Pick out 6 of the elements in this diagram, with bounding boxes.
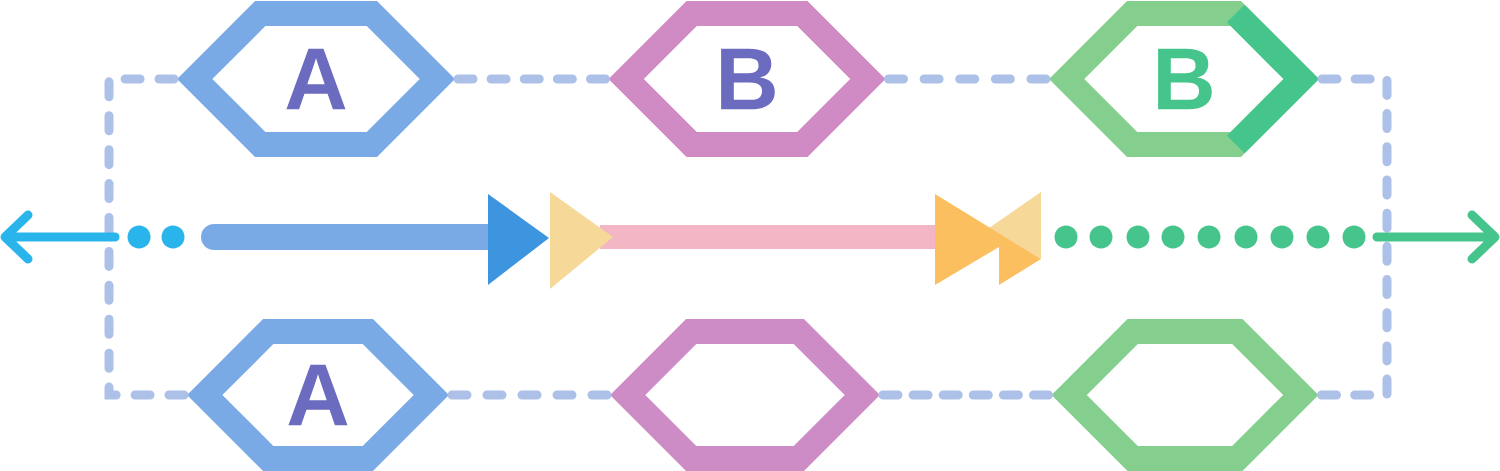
dashed-connector	[1317, 74, 1392, 400]
dashed-connector	[884, 74, 1051, 84]
dashed-connector	[878, 390, 1053, 400]
dashed-connector	[453, 74, 610, 84]
dashed-connector	[104, 74, 189, 400]
dashed-connector	[447, 390, 612, 400]
